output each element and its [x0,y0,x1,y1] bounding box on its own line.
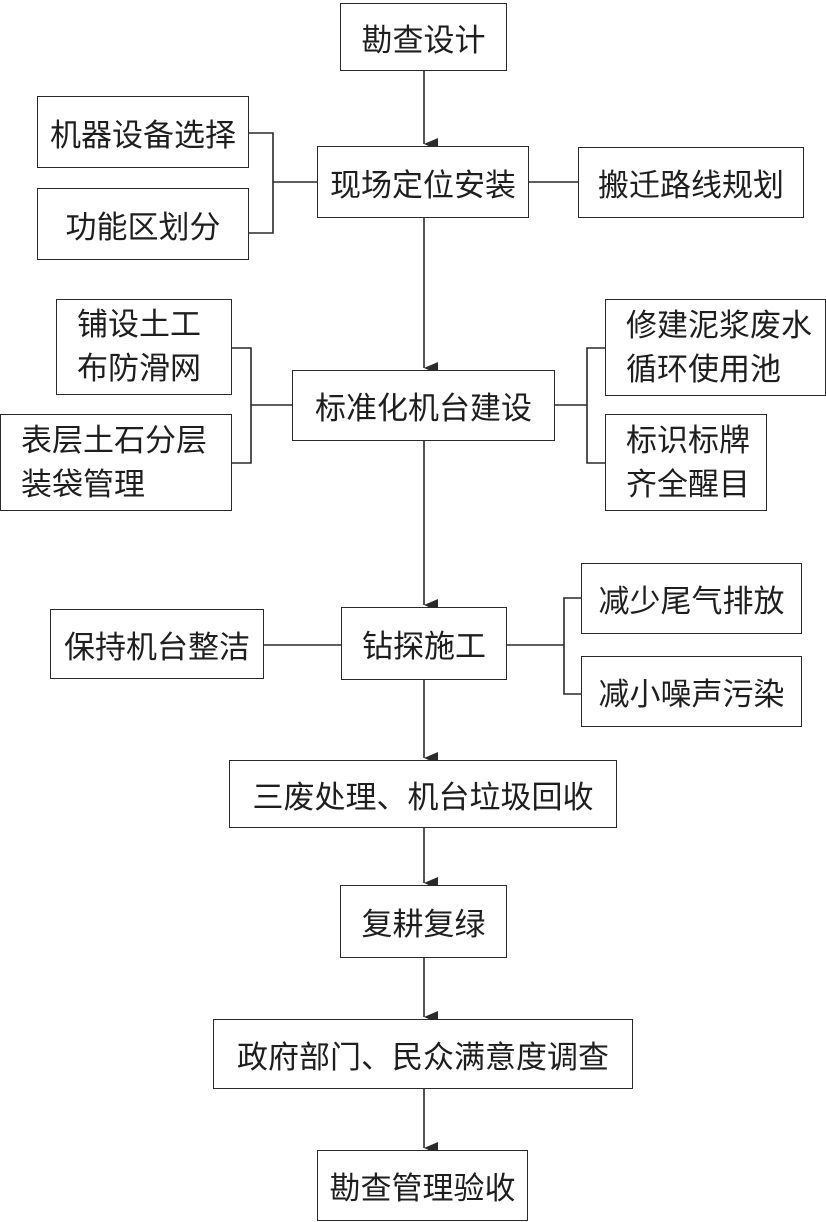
signage-box: 标识标牌 齐全醒目 [605,414,767,511]
step-platform-construction: 标准化机台建设 [292,370,555,441]
bracket-installation-left [249,132,274,234]
relocation-route-box: 搬迁路线规划 [578,147,804,218]
soil-layer-bagging-box: 表层土石分层 装袋管理 [0,414,232,511]
step-reclamation: 复耕复绿 [340,885,507,958]
keep-platform-clean-box: 保持机台整洁 [50,609,264,679]
step-acceptance: 勘查管理验收 [317,1150,528,1221]
geotextile-net-line-1: 铺设土工 [77,307,201,343]
slurry-pool-line-2: 循环使用池 [626,351,781,388]
step-satisfaction-survey: 政府部门、民众满意度调查 [213,1019,633,1089]
step-survey-design: 勘查设计 [340,3,507,71]
bracket-drilling-right [563,597,581,695]
step-drilling: 钻探施工 [341,607,507,680]
slurry-pool-line-1: 修建泥浆废水 [626,307,812,344]
geotextile-net-box: 铺设土工 布防滑网 [56,299,232,395]
bracket-platform-right [586,347,605,464]
soil-layer-line-2: 装袋管理 [21,466,145,503]
bracket-platform-left [232,347,252,464]
reduce-noise-box: 减小噪声污染 [581,656,802,727]
machine-selection-box: 机器设备选择 [37,96,249,168]
soil-layer-line-1: 表层土石分层 [21,422,207,459]
geotextile-net-line-2: 布防滑网 [77,351,201,387]
slurry-pool-box: 修建泥浆废水 循环使用池 [605,299,826,396]
signage-line-1: 标识标牌 [626,422,750,459]
zone-division-box: 功能区划分 [37,188,249,260]
step-waste-recycling: 三废处理、机台垃圾回收 [229,760,617,828]
step-site-positioning: 现场定位安装 [317,146,529,218]
signage-line-2: 齐全醒目 [626,466,750,503]
reduce-emissions-box: 减少尾气排放 [581,563,802,634]
